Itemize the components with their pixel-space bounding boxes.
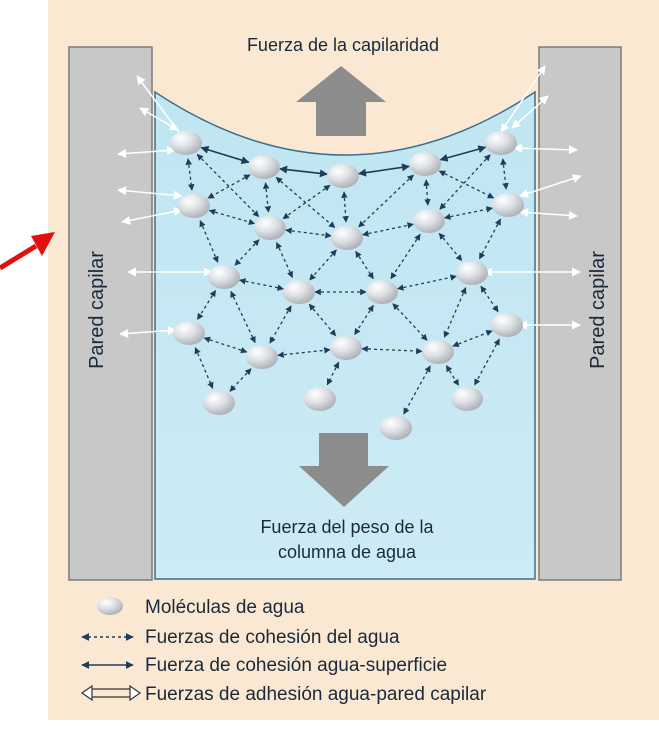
cohesion-arrow: [500, 158, 509, 190]
cohesion-arrow: [326, 361, 340, 386]
right-wall-label: Pared capilar: [587, 251, 609, 369]
legend-adhesion-label: Fuerzas de adhesión agua-pared capilar: [145, 684, 487, 705]
force-arrows: [117, 65, 582, 415]
cohesion-arrow: [194, 347, 214, 389]
cohesion-arrow: [358, 174, 414, 228]
cohesion-arrow: [445, 365, 460, 386]
water-molecule: [492, 193, 524, 217]
water-molecule: [366, 280, 398, 304]
cohesion-arrow: [203, 336, 248, 354]
legend-cohesion-surface-label: Fuerza de cohesión agua-superficie: [145, 655, 447, 676]
legend-molecule-icon: [97, 597, 123, 615]
cohesion-arrow: [474, 338, 500, 386]
adhesion-arrow: [117, 186, 183, 200]
cohesion-arrow: [341, 191, 349, 223]
cohesion-arrow: [361, 345, 423, 355]
cohesion-arrow: [239, 278, 284, 291]
cohesion-arrow: [276, 241, 293, 279]
capillary-force-arrow: [296, 66, 386, 136]
cohesion-arrow: [229, 368, 252, 392]
cohesion-arrow: [397, 274, 457, 291]
legend-cohesion-label: Fuerzas de cohesión del agua: [145, 627, 400, 648]
cohesion-arrow: [269, 305, 292, 344]
adhesion-arrow: [139, 107, 179, 131]
cohesion-arrow: [452, 329, 493, 348]
water-molecule: [451, 387, 483, 411]
left-capillary-wall: [68, 46, 153, 581]
water-molecule: [246, 345, 278, 369]
weight-force-label-line2: columna de agua: [278, 542, 417, 562]
water-molecule: [170, 131, 202, 155]
surface-cohesion-arrow: [439, 145, 487, 162]
water-molecule: [422, 340, 454, 364]
water-molecule: [304, 387, 336, 411]
water-molecule: [254, 216, 286, 240]
capillary-force-label: Fuerza de la capilaridad: [247, 35, 439, 55]
cohesion-arrow: [392, 303, 428, 341]
water-molecules: [170, 131, 524, 440]
water-molecule: [331, 226, 363, 250]
cohesion-arrow: [444, 206, 493, 220]
adhesion-arrow: [511, 95, 549, 129]
pointer-arrow: [0, 232, 55, 271]
cohesion-arrow: [285, 227, 332, 239]
cohesion-arrow: [362, 222, 414, 237]
water-molecule: [456, 261, 488, 285]
cohesion-arrow: [308, 303, 337, 337]
legend-molecule-label: Moléculas de agua: [145, 597, 305, 618]
water-molecule: [173, 321, 205, 345]
weight-force-arrow: [299, 433, 389, 507]
water-molecule: [203, 391, 235, 415]
cohesion-arrow: [282, 184, 331, 220]
water-molecule: [327, 164, 359, 188]
cohesion-arrow: [355, 250, 374, 280]
water-molecule: [330, 336, 362, 360]
water-molecule: [178, 194, 210, 218]
cohesion-arrow: [480, 285, 499, 313]
water-molecule: [380, 416, 412, 440]
cohesion-arrow: [207, 174, 251, 199]
surface-cohesion-arrow: [279, 165, 328, 178]
adhesion-arrow: [119, 326, 177, 338]
water-molecule: [409, 152, 441, 176]
water-molecule: [485, 131, 517, 155]
water-molecule: [413, 209, 445, 233]
cohesion-arrow: [185, 158, 195, 191]
cohesion-arrow: [277, 347, 331, 358]
legend: Moléculas de agua Fuerzas de cohesión de…: [80, 597, 487, 705]
cohesion-arrow: [390, 233, 421, 280]
cohesion-arrow: [208, 208, 256, 226]
water-molecule: [208, 265, 240, 289]
adhesion-arrow: [513, 143, 578, 155]
surface-cohesion-arrow: [358, 163, 410, 177]
cohesion-arrow: [439, 154, 491, 210]
adhesion-arrow: [121, 207, 183, 225]
legend-adhesion-icon: [80, 684, 142, 702]
cohesion-arrow: [262, 182, 272, 213]
cohesion-arrow: [423, 179, 431, 206]
water-molecule: [491, 313, 523, 337]
surface-cohesion-arrow: [200, 145, 250, 165]
right-capillary-wall: [538, 46, 622, 581]
cohesion-arrow: [309, 249, 337, 281]
adhesion-arrow: [519, 174, 582, 198]
water-molecule: [283, 280, 315, 304]
cohesion-arrow: [199, 220, 219, 263]
cohesion-arrow: [478, 218, 502, 260]
weight-force-label-line1: Fuerza del peso de la: [260, 517, 434, 537]
adhesion-arrow: [117, 146, 176, 158]
left-wall-label: Pared capilar: [86, 251, 108, 369]
adhesion-arrow: [519, 208, 578, 220]
water-molecule: [248, 155, 280, 179]
